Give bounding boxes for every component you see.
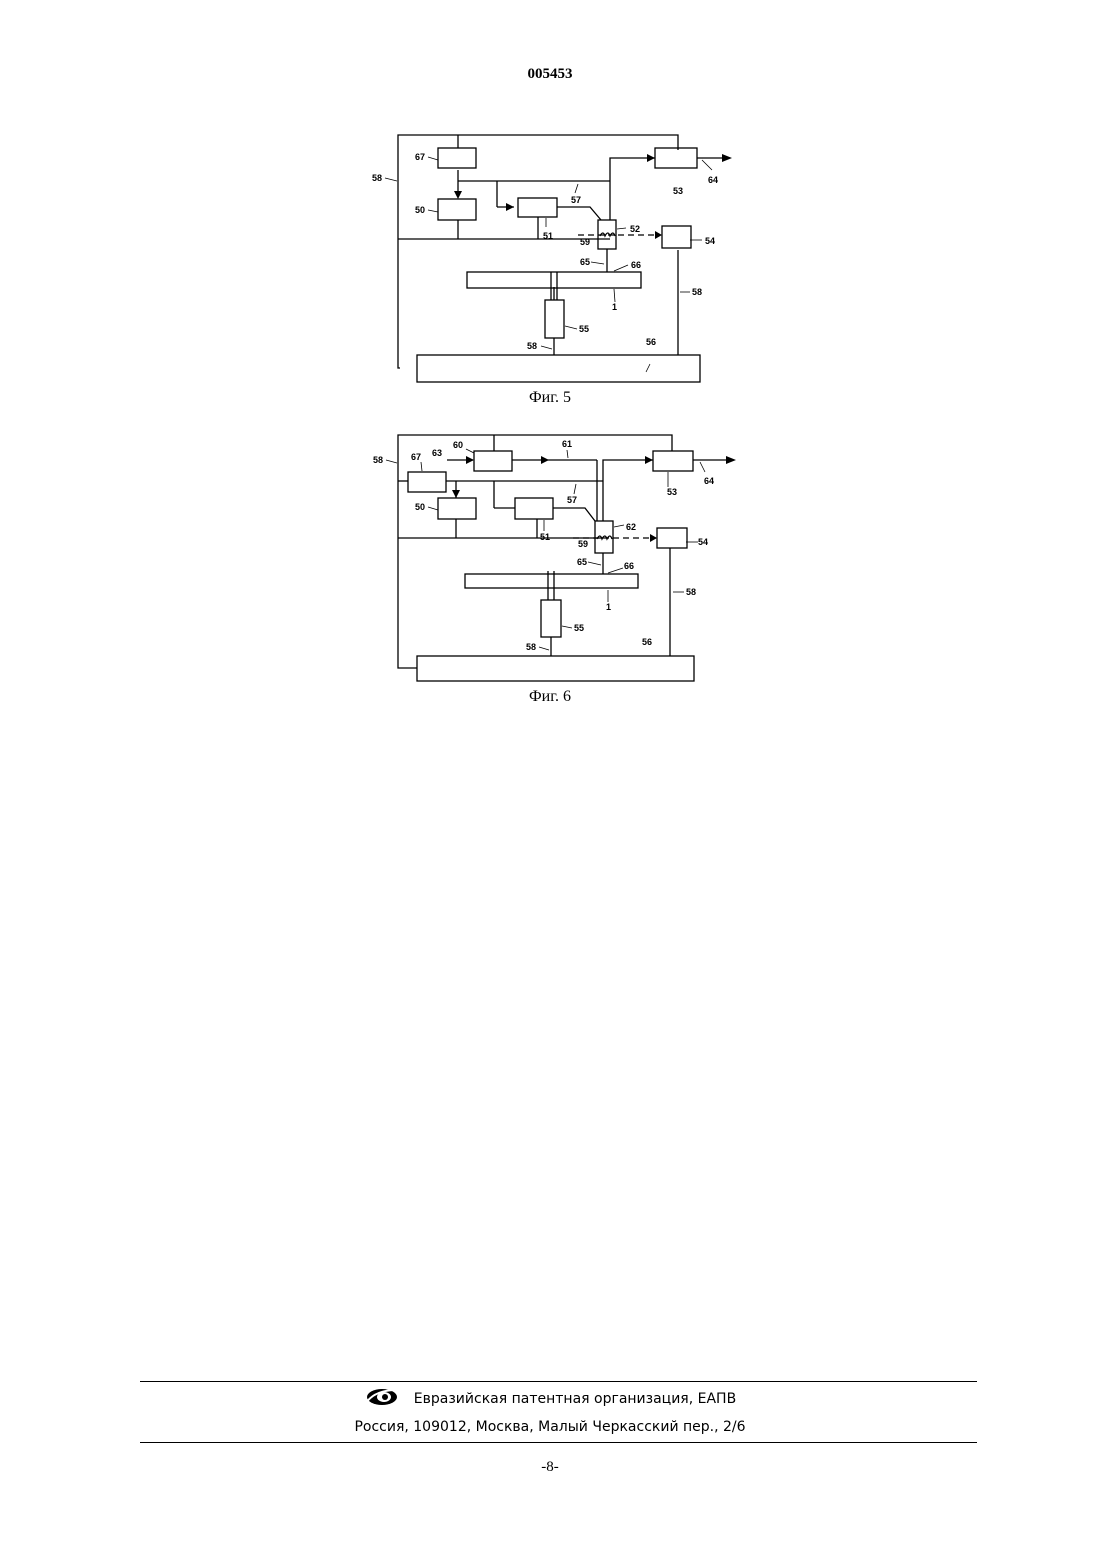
fig6-label-60: 60: [453, 440, 463, 450]
fig6-label-58-left: 58: [373, 455, 383, 465]
fig6-label-58-right: 58: [686, 587, 696, 597]
fig6-label-58-bottom: 58: [526, 642, 536, 652]
fig6-label-65: 65: [577, 557, 587, 567]
fig6-label-50: 50: [415, 502, 425, 512]
figure-6-diagram: 60 61 63 58 67 53 64 50 57 51 62 59 54 6…: [0, 0, 1100, 700]
fig6-label-67: 67: [411, 452, 421, 462]
fig6-label-55: 55: [574, 623, 584, 633]
footer-organization: Евразийская патентная организация, ЕАПВ: [0, 1387, 1100, 1411]
fig6-label-66: 66: [624, 561, 634, 571]
fig6-label-51: 51: [540, 532, 550, 542]
footer-organization-text: Евразийская патентная организация, ЕАПВ: [414, 1391, 736, 1407]
footer-bottom-rule: [140, 1442, 977, 1443]
fig6-label-64: 64: [704, 476, 714, 486]
fig6-label-56: 56: [642, 637, 652, 647]
footer-address: Россия, 109012, Москва, Малый Черкасский…: [0, 1419, 1100, 1435]
fig6-label-61: 61: [562, 439, 572, 449]
fig6-label-62: 62: [626, 522, 636, 532]
fig6-label-54: 54: [698, 537, 708, 547]
fig6-label-57: 57: [567, 495, 577, 505]
fig6-label-53: 53: [667, 487, 677, 497]
eapo-logo-icon: [364, 1387, 400, 1411]
page-number: -8-: [0, 1459, 1100, 1476]
fig6-label-59: 59: [578, 539, 588, 549]
figure-6-caption: Фиг. 6: [0, 688, 1100, 706]
fig6-label-63: 63: [432, 448, 442, 458]
footer-top-rule: [140, 1381, 977, 1382]
fig6-label-1: 1: [606, 602, 611, 612]
